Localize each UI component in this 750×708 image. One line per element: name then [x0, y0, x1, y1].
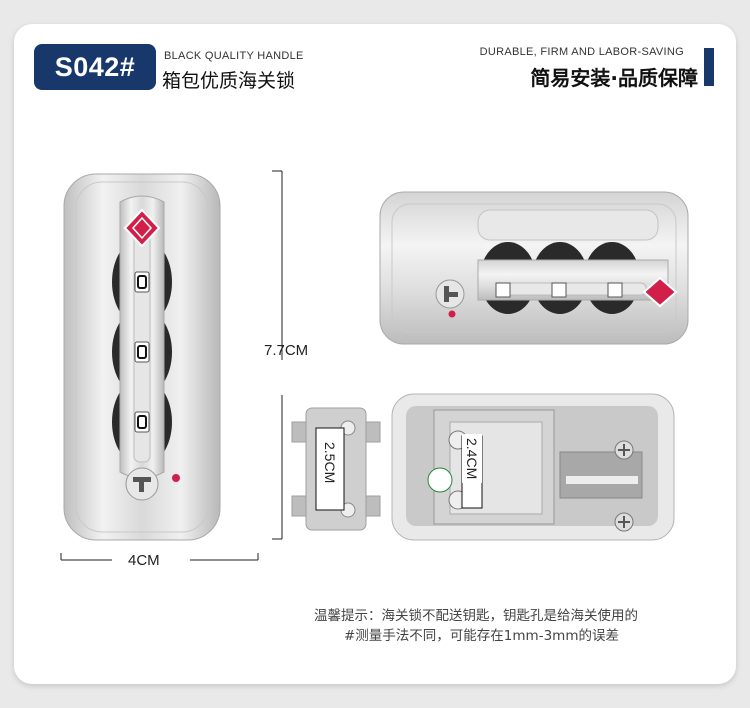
note-block: 温馨提示：海关锁不配送钥匙，钥匙孔是给海关使用的 #测量手法不同，可能存在1mm…	[314, 606, 714, 646]
slogan-zh: 简易安装·品质保障	[530, 66, 698, 90]
lock-front-view	[63, 173, 221, 541]
subtitle-en: BLACK QUALITY HANDLE	[164, 50, 304, 62]
bracket-dimension-label: 2.5CM	[320, 438, 340, 488]
hole-spacing-label: 2.4CM	[462, 434, 482, 484]
width-dimension-label: 4CM	[128, 552, 160, 569]
note-line-1: 温馨提示：海关锁不配送钥匙，钥匙孔是给海关使用的	[314, 608, 638, 624]
keyhole-icon	[125, 467, 159, 501]
screw-icon	[614, 440, 634, 460]
tsa-logo-side-icon	[642, 276, 678, 308]
product-code-badge: S042#	[34, 44, 156, 90]
height-dimension-label: 7.7CM	[264, 342, 309, 359]
keyhole-side-icon	[435, 279, 465, 309]
product-card: S042# BLACK QUALITY HANDLE 箱包优质海关锁 DURAB…	[14, 24, 736, 684]
tsa-logo-icon	[123, 208, 161, 248]
lock-back-view	[391, 393, 675, 541]
height-dimension-line	[272, 170, 283, 540]
width-dimension-line	[60, 553, 259, 561]
slogan-en: DURABLE, FIRM AND LABOR-SAVING	[479, 46, 684, 58]
note-line-2: #测量手法不同，可能存在1mm-3mm的误差	[344, 628, 619, 644]
screw-icon-2	[614, 512, 634, 532]
accent-bar	[704, 48, 714, 86]
lock-side-view	[379, 191, 689, 345]
product-title: 箱包优质海关锁	[162, 70, 296, 92]
